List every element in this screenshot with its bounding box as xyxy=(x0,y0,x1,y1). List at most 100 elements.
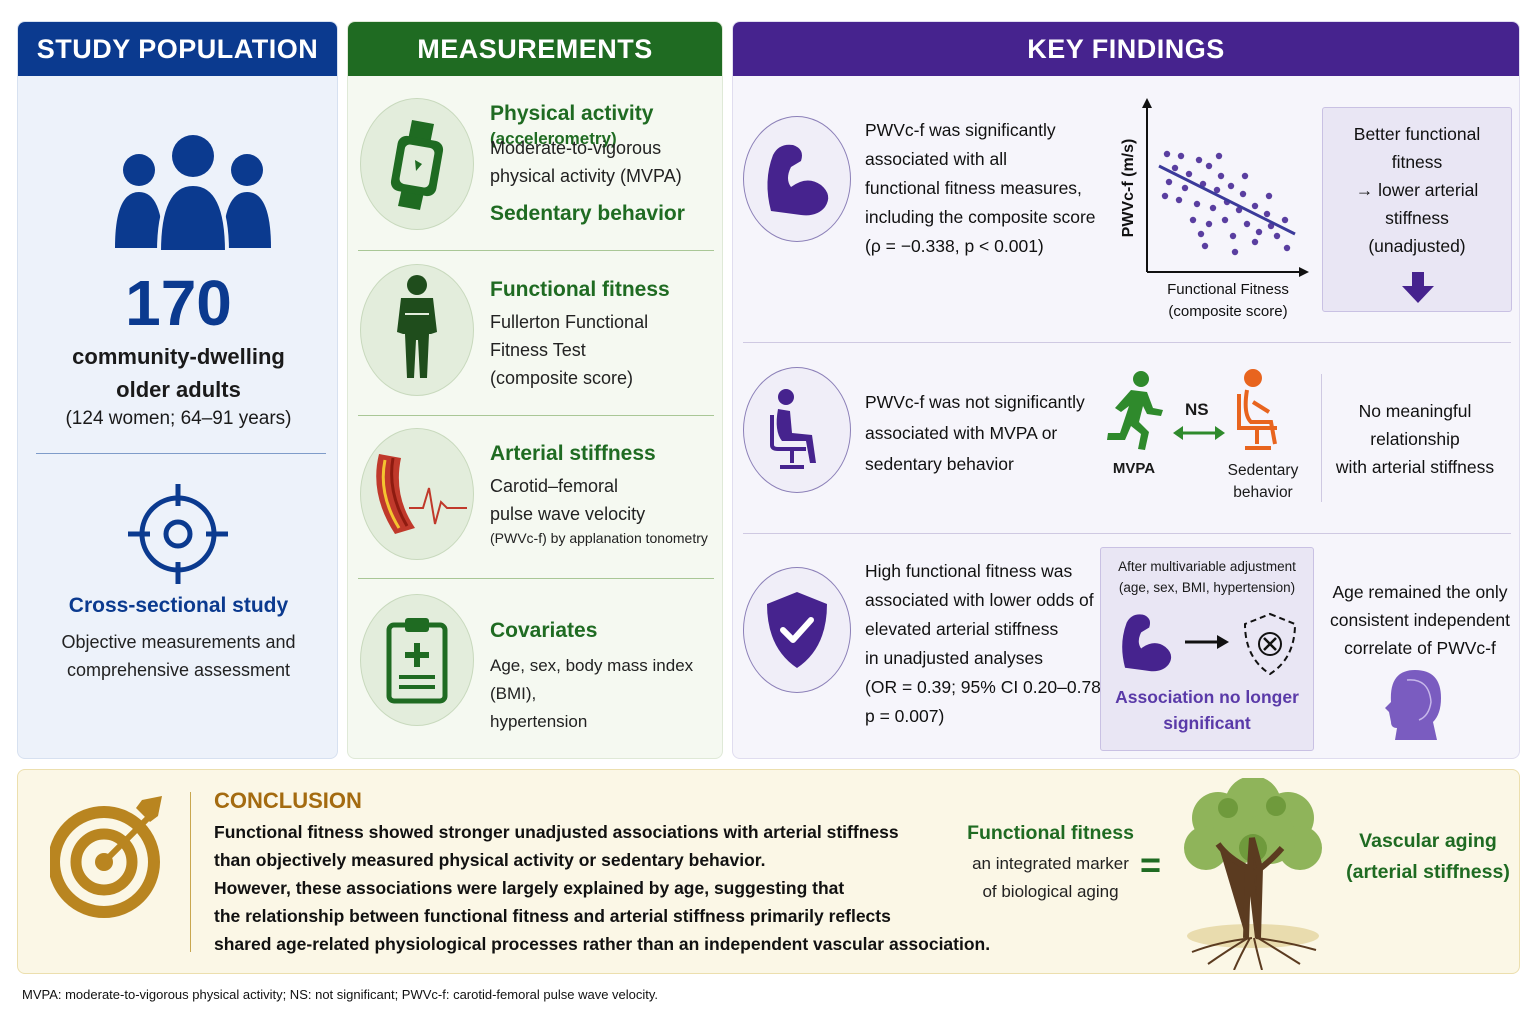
crosshair-target-icon xyxy=(128,484,228,584)
measurement-icon-circle-covariates xyxy=(360,594,474,726)
summary-line: Better functional xyxy=(1353,124,1481,144)
sedentary-label-line2: behavior xyxy=(1233,484,1293,501)
fitness-line2: Fitness Test xyxy=(490,340,586,360)
measurement-title-arterial: Arterial stiffness xyxy=(490,442,656,465)
scatter-point xyxy=(1215,152,1223,160)
adjustment-result: Association no longer significant xyxy=(1101,684,1313,736)
mvpa-label: MVPA xyxy=(1112,460,1156,477)
population-divider xyxy=(36,453,326,454)
scatter-point xyxy=(1251,202,1259,210)
measurements-header: MEASUREMENTS xyxy=(348,22,722,76)
finding1-line: PWVc-f was significantly xyxy=(865,120,1056,140)
finding3-line: associated with lower odds of xyxy=(865,590,1094,610)
measurement-title-activity: Physical activity (accelerometry) xyxy=(490,102,722,150)
summary-line: stiffness xyxy=(1385,208,1449,228)
scatter-point xyxy=(1251,238,1259,246)
finding3-side-text: Age remained the only consistent indepen… xyxy=(1325,578,1515,662)
scatter-point xyxy=(1195,156,1203,164)
scatter-point xyxy=(1165,178,1173,186)
summary-line: (unadjusted) xyxy=(1368,236,1466,256)
measurement-icon-circle-arterial xyxy=(360,428,474,560)
footnote: MVPA: moderate-to-vigorous physical acti… xyxy=(22,987,659,1002)
finding3-side-line: correlate of PWVc-f xyxy=(1344,638,1496,658)
clipboard-icon xyxy=(386,618,448,704)
people-group-icon xyxy=(115,135,271,254)
measurement-title-covariates: Covariates xyxy=(490,619,598,642)
measurement-title-fitness: Functional fitness xyxy=(490,278,670,301)
measurement-text-activity: Moderate-to-vigorous physical activity (… xyxy=(490,134,682,190)
flexed-arm-small-icon xyxy=(1122,614,1172,672)
finding-icon-circle-sedentary xyxy=(743,367,851,493)
arterial-line2: pulse wave velocity xyxy=(490,504,646,524)
scatter-plot-fitness-vs-pwv: PWVc-f (m/s) Functional Fitness (composi… xyxy=(1120,98,1309,320)
scatter-point xyxy=(1281,216,1289,224)
population-desc-line2: older adults xyxy=(116,377,241,402)
scatter-point xyxy=(1265,192,1273,200)
key-findings-header: KEY FINDINGS xyxy=(733,22,1519,76)
scatter-point xyxy=(1217,172,1225,180)
study-population-panel: STUDY POPULATION 170 community-dwelling … xyxy=(17,21,338,759)
activity-title-main: Physical activity xyxy=(490,102,654,125)
down-arrow-icon xyxy=(1402,272,1434,303)
finding2-line: PWVc-f was not significantly xyxy=(865,392,1085,412)
participant-count: 170 xyxy=(125,267,232,339)
finding1-summary-box: Better functional fitness → lower arteri… xyxy=(1322,107,1512,312)
double-arrow-icon xyxy=(1173,426,1225,440)
finding3-line: p = 0.007) xyxy=(865,706,945,726)
scatter-point xyxy=(1221,216,1229,224)
adjustment-title-line1: After multivariable adjustment xyxy=(1118,559,1296,574)
conclusion-line: the relationship between functional fitn… xyxy=(214,906,891,926)
adjustment-result-line2: significant xyxy=(1163,713,1251,733)
conclusion-text: Functional fitness showed stronger unadj… xyxy=(214,818,1004,958)
population-desc-line1: community-dwelling xyxy=(72,344,285,369)
right-arrow-icon xyxy=(1185,635,1229,649)
findings-divider xyxy=(743,342,1511,343)
finding2-line: sedentary behavior xyxy=(865,454,1014,474)
summary-line: fitness xyxy=(1391,152,1443,172)
scatter-point xyxy=(1171,164,1179,172)
key-findings-panel: KEY FINDINGS PWVc-f was significantly as… xyxy=(732,21,1520,759)
conclusion-title: CONCLUSION xyxy=(214,788,362,813)
finding3-line: elevated arterial stiffness xyxy=(865,619,1059,639)
scatter-point xyxy=(1273,232,1281,240)
scatter-point xyxy=(1205,220,1213,228)
ff-line1: an integrated marker xyxy=(972,854,1129,873)
ff-line2: of biological aging xyxy=(982,882,1119,901)
scatter-point xyxy=(1283,244,1291,252)
wearable-watch-icon xyxy=(390,120,444,210)
functional-fitness-text: an integrated marker of biological aging xyxy=(958,850,1143,906)
head-profile-icon xyxy=(1385,670,1441,740)
person-standing-icon xyxy=(397,275,437,378)
conclusion-divider xyxy=(190,792,191,952)
scatter-point xyxy=(1189,216,1197,224)
finding2-side-line: with arterial stiffness xyxy=(1335,457,1495,477)
target-arrow-icon xyxy=(50,796,162,918)
finding1-line: (ρ = −0.338, p < 0.001) xyxy=(865,236,1044,256)
dashed-shield-x-icon xyxy=(1243,612,1297,676)
adjustment-result-line1: Association no longer xyxy=(1115,687,1299,707)
measurement-divider xyxy=(358,578,714,579)
measurement-icon-circle-activity xyxy=(360,98,474,230)
scatter-point xyxy=(1263,210,1271,218)
scatter-point xyxy=(1181,184,1189,192)
tree-roots-icon xyxy=(1184,778,1322,970)
population-description: community-dwelling older adults xyxy=(18,340,337,406)
finding2-side-line: No meaningful xyxy=(1358,401,1472,421)
scatter-point xyxy=(1205,162,1213,170)
activity-title-suffix: (accelerometry) xyxy=(490,129,617,148)
adjustment-title-line2: (age, sex, BMI, hypertension) xyxy=(1118,580,1296,595)
study-design-title: Cross-sectional study xyxy=(68,594,289,617)
adjustment-title: After multivariable adjustment (age, sex… xyxy=(1101,556,1313,598)
conclusion-line: Functional fitness showed stronger unadj… xyxy=(214,822,899,842)
scatter-point xyxy=(1213,186,1221,194)
scatter-point xyxy=(1185,170,1193,178)
scatter-point xyxy=(1177,152,1185,160)
finding2-side-line: relationship xyxy=(1370,429,1460,449)
measurement-text-arterial: Carotid–femoral pulse wave velocity xyxy=(490,472,645,528)
population-detail: (124 women; 64–91 years) xyxy=(65,408,292,429)
scatter-y-label: PWVc-f (m/s) xyxy=(1120,139,1137,238)
finding3-line: High functional fitness was xyxy=(865,561,1073,581)
measurement-text-fitness: Fullerton Functional Fitness Test (compo… xyxy=(490,308,648,392)
findings-divider xyxy=(743,533,1511,534)
scatter-x-label: Functional Fitness xyxy=(1167,281,1289,298)
